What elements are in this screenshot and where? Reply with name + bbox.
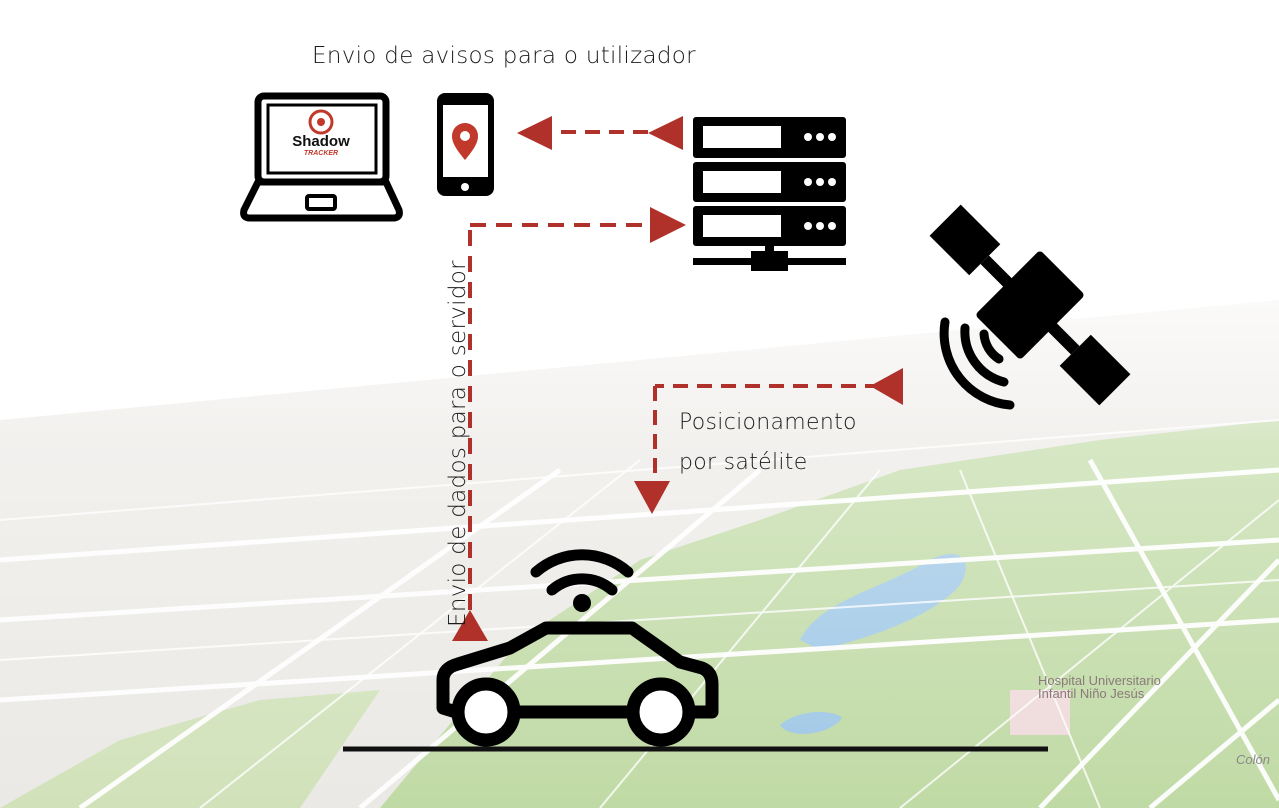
- label-satellite-positioning-line2: por satélite: [679, 450, 808, 475]
- server-rack-icon: [693, 117, 846, 271]
- label-satellite-positioning-line1: Posicionamento: [679, 410, 857, 435]
- signal-waves-icon: [939, 317, 1015, 410]
- map-label-hospital: Hospital Universitario Infantil Niño Jes…: [1038, 673, 1161, 701]
- map-label-street: Colón: [1236, 752, 1270, 767]
- arrow-car-to-server: [452, 207, 686, 641]
- location-pin-icon: [452, 123, 478, 160]
- wifi-signal-icon: [530, 549, 634, 596]
- label-data-to-server: Envio de dados para o servidor: [445, 260, 471, 627]
- connected-car-icon: [343, 549, 1048, 752]
- laptop-logo-text: Shadow: [292, 133, 350, 150]
- laptop-logo-subtext: TRACKER: [304, 150, 338, 157]
- smartphone-location-icon: [437, 93, 494, 196]
- shadow-tracker-logo: [308, 109, 334, 135]
- label-user-alerts: Envio de avisos para o utilizador: [312, 43, 696, 69]
- arrow-server-to-phone: [517, 116, 683, 150]
- laptop-icon: [240, 92, 403, 222]
- satellite-icon: [929, 204, 1131, 410]
- arrow-satellite-to-car: [634, 368, 903, 514]
